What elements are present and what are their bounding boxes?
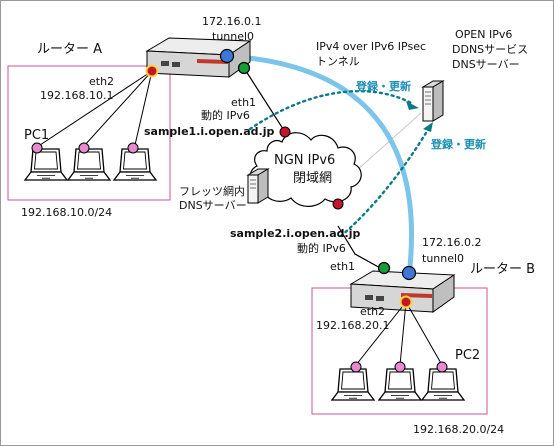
router-b-wan-if: eth1 bbox=[330, 260, 356, 273]
ngn-title-1: NGN IPv6 bbox=[274, 153, 336, 168]
ngn-title-2: 閉域網 bbox=[293, 171, 333, 186]
ngn-edge-a bbox=[279, 126, 291, 138]
router-a-lan-port bbox=[145, 64, 159, 78]
tunnel-label-line1: IPv4 over IPv6 IPsec bbox=[316, 40, 427, 53]
router-a-name: ルーター A bbox=[37, 42, 103, 57]
laptop-b2 bbox=[378, 368, 422, 401]
router-a-fqdn: sample1.i.open.ad.jp bbox=[144, 125, 275, 138]
ipsec-tunnel bbox=[225, 53, 414, 279]
ddns-title-2: DDNSサービス bbox=[452, 43, 529, 56]
router-a-wan-port bbox=[237, 61, 251, 75]
laptop-a3 bbox=[113, 148, 157, 181]
router-b-name: ルーター B bbox=[470, 262, 536, 277]
register-label-a: 登録・更新 bbox=[356, 80, 411, 93]
ddns-server bbox=[421, 80, 445, 122]
pc-port-dots bbox=[31, 142, 448, 373]
ddns-title-3: DNSサーバー bbox=[452, 58, 520, 71]
register-arrow-a bbox=[248, 89, 415, 131]
router-b-tunnel-if: tunnel0 bbox=[422, 252, 465, 265]
lan-a-subnet: 192.168.10.0/24 bbox=[21, 206, 113, 219]
register-label-b: 登録・更新 bbox=[431, 138, 486, 151]
pc2-laptop bbox=[421, 368, 465, 401]
router-b-wan-addr: 動的 IPv6 bbox=[297, 242, 346, 255]
router-a-tunnel-ip: 172.16.0.1 bbox=[202, 15, 262, 28]
ngn-dns-line1: フレッツ網内 bbox=[179, 185, 245, 198]
router-b-fqdn: sample2.i.open.ad.jp bbox=[230, 227, 361, 240]
router-a-wan-addr: 動的 IPv6 bbox=[201, 109, 250, 122]
laptop-a2 bbox=[67, 148, 111, 181]
router-a-tunnel-endpoint bbox=[219, 48, 235, 64]
router-a-lan-ip: 192.168.10.1 bbox=[40, 89, 114, 102]
router-a-lan-if: eth2 bbox=[89, 75, 115, 88]
router-b-lan-if: eth2 bbox=[360, 305, 386, 318]
router-a-wan-if: eth1 bbox=[231, 96, 257, 109]
router-b-tunnel-ip: 172.16.0.2 bbox=[422, 236, 482, 249]
ngn-edge-b bbox=[332, 198, 344, 210]
router-b bbox=[349, 270, 456, 313]
lan-b-subnet: 192.168.20.0/24 bbox=[413, 423, 505, 436]
pc1-laptop bbox=[24, 148, 68, 181]
ngn-dns-line2: DNSサーバー bbox=[179, 199, 247, 212]
ngn-dns-server bbox=[246, 168, 270, 204]
router-b-wan-port bbox=[377, 261, 391, 275]
router-b-lan-ip: 192.168.20.1 bbox=[316, 319, 390, 332]
router-a bbox=[145, 37, 252, 78]
laptop-b1 bbox=[331, 368, 375, 401]
wan-b-link bbox=[337, 225, 385, 271]
pc2-label: PC2 bbox=[455, 348, 481, 363]
lan-a-box bbox=[7, 65, 171, 201]
router-b-tunnel-endpoint bbox=[401, 265, 417, 281]
lan-b-cabling bbox=[355, 301, 443, 366]
tunnel-label-line2: トンネル bbox=[316, 55, 360, 68]
lan-a-cabling bbox=[36, 70, 153, 148]
router-a-tunnel-if: tunnel0 bbox=[212, 30, 255, 43]
router-b-lan-port bbox=[399, 295, 413, 309]
ddns-title-1: OPEN IPv6 bbox=[455, 28, 513, 41]
pc1-label: PC1 bbox=[24, 128, 50, 143]
